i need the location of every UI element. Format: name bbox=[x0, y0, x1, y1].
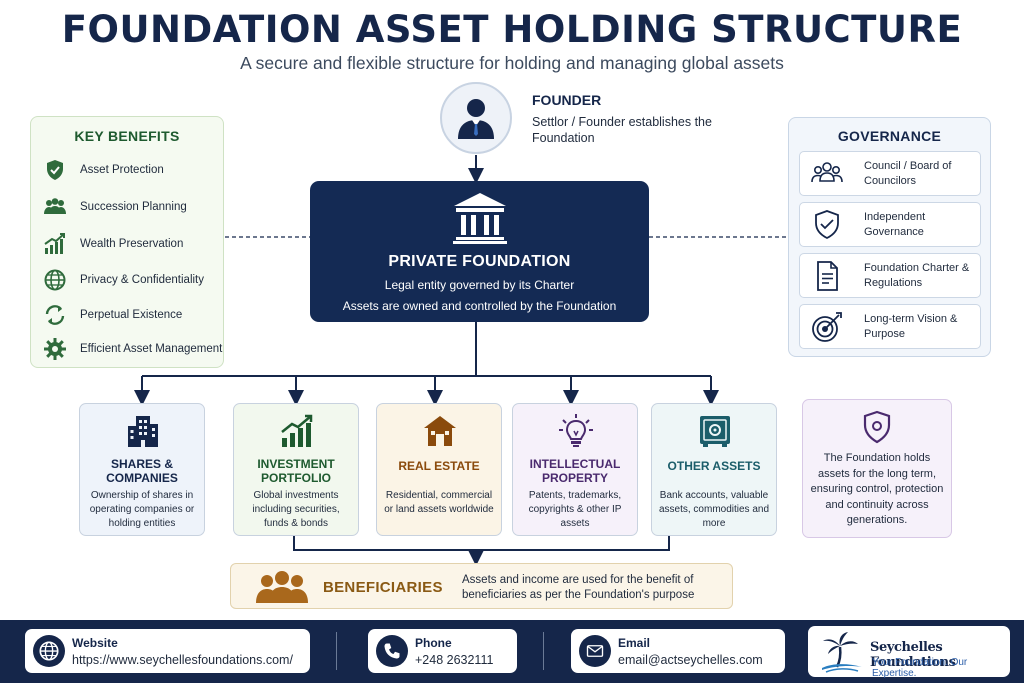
benefit-label: Asset Protection bbox=[80, 164, 164, 176]
founder-avatar bbox=[440, 82, 512, 154]
house-icon bbox=[424, 416, 456, 446]
governance-label: Long-term Vision & Purpose bbox=[864, 312, 958, 340]
governance-label: Council / Board of Councilors bbox=[864, 159, 952, 187]
founder-title: FOUNDER bbox=[532, 92, 602, 108]
mail-icon bbox=[579, 635, 611, 667]
asset-description: Patents, trademarks, copyrights & other … bbox=[528, 490, 622, 529]
benefit-item: Asset Protection bbox=[43, 155, 164, 185]
website-card[interactable]: Website https://www.seychellesfoundation… bbox=[25, 629, 310, 673]
phone-number[interactable]: +248 2632111 bbox=[415, 653, 494, 667]
shield-icon bbox=[47, 160, 63, 180]
beneficiaries-title: BENEFICIARIES bbox=[323, 579, 443, 596]
foundation-line-1: Legal entity governed by its Charter bbox=[384, 278, 575, 292]
governance-label: Independent Governance bbox=[864, 210, 926, 238]
benefit-label: Wealth Preservation bbox=[80, 238, 184, 250]
email-address[interactable]: email@actseychelles.com bbox=[618, 653, 763, 667]
asset-title: REAL ESTATE bbox=[398, 459, 480, 473]
governance-title: GOVERNANCE bbox=[837, 128, 942, 144]
benefit-label: Perpetual Existence bbox=[80, 309, 183, 321]
growth-chart-icon bbox=[44, 233, 65, 254]
footer-bar: Website https://www.seychellesfoundation… bbox=[0, 620, 1024, 683]
globe-icon bbox=[33, 635, 65, 667]
long-term-note: The Foundation holds assets for the long… bbox=[802, 399, 952, 538]
refresh-icon bbox=[45, 305, 65, 325]
note-text: The Foundation holds assets for the long… bbox=[810, 452, 944, 526]
key-benefits-title: KEY BENEFITS bbox=[74, 128, 180, 144]
benefit-item: Succession Planning bbox=[43, 192, 187, 222]
phone-card[interactable]: Phone +248 2632111 bbox=[368, 629, 517, 673]
footer-divider bbox=[543, 632, 544, 670]
buildings-icon bbox=[128, 416, 158, 447]
asset-description: Residential, commercial or land assets w… bbox=[384, 490, 494, 515]
private-foundation-box: PRIVATE FOUNDATION Legal entity governed… bbox=[310, 181, 649, 322]
shield-icon bbox=[863, 410, 891, 444]
governance-panel: GOVERNANCE Council / Board of Councilors… bbox=[788, 117, 991, 357]
email-label: Email bbox=[618, 636, 651, 650]
governance-item: Foundation Charter & Regulations bbox=[799, 253, 981, 298]
benefit-item: Efficient Asset Management bbox=[43, 334, 222, 364]
asset-description: Ownership of shares in operating compani… bbox=[89, 490, 195, 529]
governance-label: Foundation Charter & Regulations bbox=[864, 261, 970, 289]
benefit-item: Privacy & Confidentiality bbox=[43, 265, 204, 295]
benefit-label: Succession Planning bbox=[80, 201, 187, 213]
asset-card-shares: SHARES & COMPANIES Ownership of shares i… bbox=[79, 403, 205, 536]
governance-item: Independent Governance bbox=[799, 202, 981, 247]
foundation-line-2: Assets are owned and controlled by the F… bbox=[342, 299, 617, 313]
palm-tree-icon bbox=[822, 632, 862, 673]
gear-icon bbox=[44, 338, 66, 360]
website-label: Website bbox=[72, 636, 118, 650]
foundation-title: PRIVATE FOUNDATION bbox=[388, 253, 571, 270]
page-title: FOUNDATION ASSET HOLDING STRUCTURE bbox=[61, 8, 963, 51]
growth-chart-icon bbox=[281, 414, 313, 447]
brand-logo[interactable]: Seychelles Foundations Your Foundation. … bbox=[808, 626, 1010, 679]
phone-label: Phone bbox=[415, 636, 452, 650]
benefit-item: Perpetual Existence bbox=[43, 300, 182, 330]
asset-card-ip: INTELLECTUAL PROPERTY Patents, trademark… bbox=[512, 403, 638, 536]
key-benefits-panel: KEY BENEFITS Asset Protection Succession… bbox=[30, 116, 224, 368]
page-subtitle: A secure and flexible structure for hold… bbox=[240, 53, 784, 73]
beneficiaries-box: BENEFICIARIES Assets and income are used… bbox=[230, 563, 733, 609]
group-icon bbox=[811, 161, 843, 182]
asset-card-investment: INVESTMENT PORTFOLIO Global investments … bbox=[233, 403, 359, 536]
globe-icon bbox=[44, 269, 66, 291]
phone-icon bbox=[376, 635, 408, 667]
asset-title: SHARES & COMPANIES bbox=[106, 457, 178, 485]
email-card[interactable]: Email email@actseychelles.com bbox=[571, 629, 785, 673]
people-icon bbox=[256, 571, 308, 603]
website-link[interactable]: https://www.seychellesfoundations.com/ bbox=[72, 653, 293, 667]
founder-description: Settlor / Founder establishes the Founda… bbox=[532, 115, 712, 145]
footer-divider bbox=[336, 632, 337, 670]
benefit-item: Wealth Preservation bbox=[43, 229, 183, 259]
institution-icon bbox=[453, 193, 507, 244]
benefit-label: Privacy & Confidentiality bbox=[80, 274, 204, 286]
benefit-label: Efficient Asset Management bbox=[80, 343, 223, 355]
brand-tagline: Your Foundation. Our Expertise. bbox=[872, 657, 968, 679]
safe-icon bbox=[700, 416, 730, 447]
governance-item: Council / Board of Councilors bbox=[799, 151, 981, 196]
person-icon bbox=[458, 99, 494, 139]
beneficiaries-description: Assets and income are used for the benef… bbox=[462, 574, 695, 601]
shield-check-icon bbox=[815, 209, 839, 239]
asset-description: Global investments including securities,… bbox=[252, 490, 340, 529]
target-icon bbox=[812, 311, 842, 342]
brand-name: Seychelles Foundations bbox=[870, 640, 956, 670]
governance-item: Long-term Vision & Purpose bbox=[799, 304, 981, 349]
asset-card-real-estate: REAL ESTATE Residential, commercial or l… bbox=[376, 403, 502, 536]
asset-title: INTELLECTUAL PROPERTY bbox=[529, 457, 621, 485]
asset-card-other: OTHER ASSETS Bank accounts, valuable ass… bbox=[651, 403, 777, 536]
document-icon bbox=[817, 260, 838, 291]
asset-title: INVESTMENT PORTFOLIO bbox=[257, 457, 335, 485]
asset-description: Bank accounts, valuable assets, commodit… bbox=[658, 490, 770, 529]
asset-title: OTHER ASSETS bbox=[667, 459, 761, 473]
people-icon bbox=[44, 198, 66, 214]
lightbulb-icon bbox=[559, 414, 593, 447]
